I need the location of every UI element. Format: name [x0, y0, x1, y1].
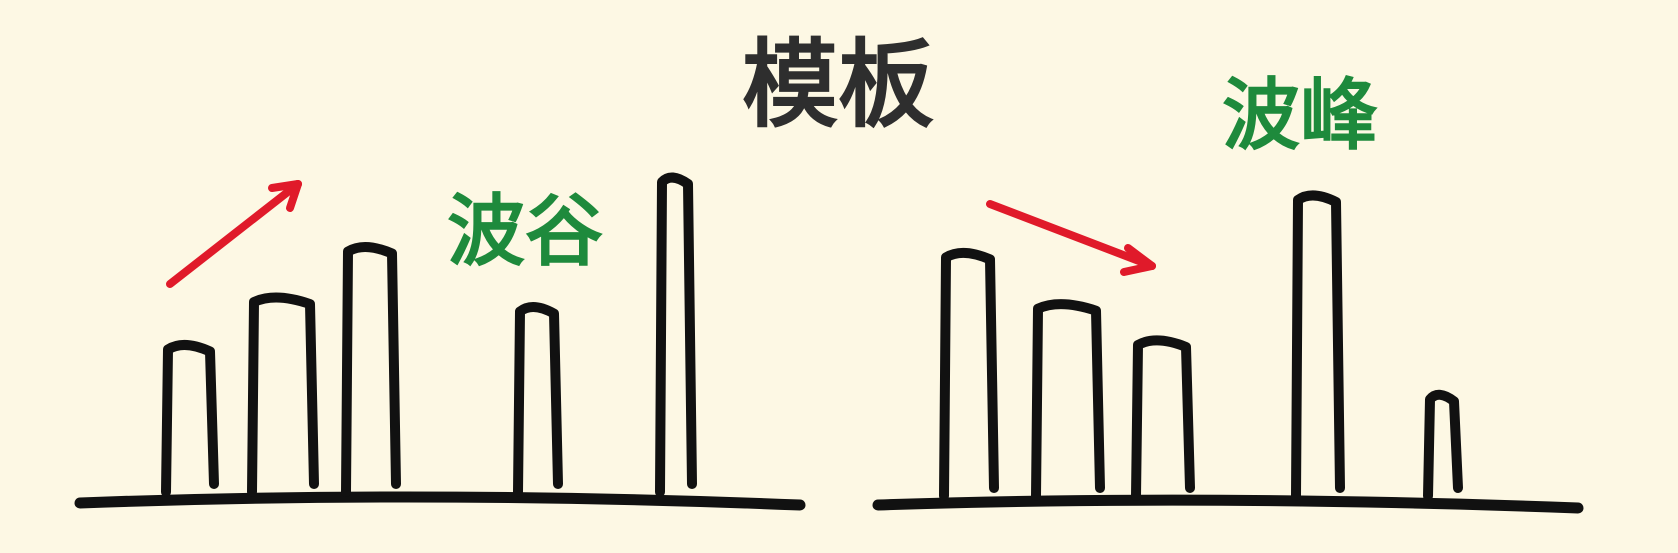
right-bars [939, 190, 1463, 501]
right-panel-label: 波峰 [1222, 71, 1378, 161]
right-panel: 波峰 [872, 71, 1584, 514]
left-bar-2 [247, 292, 319, 497]
left-baseline [74, 491, 806, 511]
right-bar-2 [1031, 299, 1105, 501]
right-bar-3 [1131, 335, 1195, 501]
left-panel-label: 波谷 [447, 187, 603, 277]
right-bar-1 [939, 247, 999, 501]
right-arrow [986, 200, 1156, 276]
left-bar-3 [341, 242, 401, 497]
left-bar-5 [655, 172, 697, 497]
right-bar-4 [1291, 190, 1345, 501]
left-bars [161, 172, 697, 497]
left-bar-1 [161, 339, 219, 497]
diagram-title: 模板 [742, 29, 934, 141]
left-arrow [166, 180, 302, 288]
left-bar-4 [513, 302, 563, 497]
left-panel: 波谷 [74, 172, 806, 511]
right-bar-5 [1423, 389, 1463, 501]
right-baseline [872, 494, 1584, 514]
